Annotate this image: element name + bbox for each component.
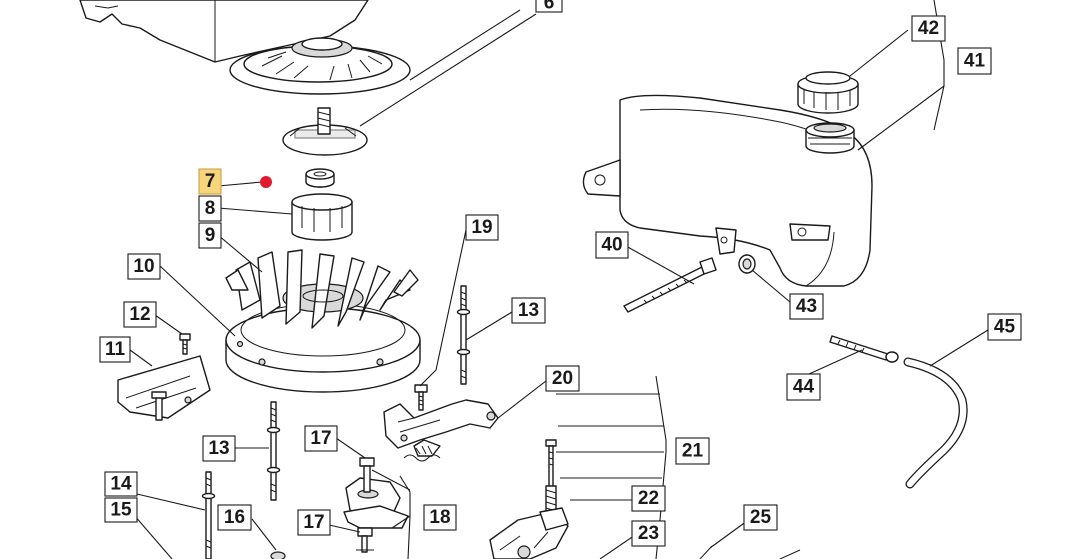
callouts: 6 7 8 9 10 12 11 19	[99, 0, 1022, 547]
svg-text:17: 17	[310, 428, 331, 449]
callout-8: 8	[198, 195, 222, 222]
svg-text:15: 15	[110, 500, 132, 521]
long-stud-lower	[266, 401, 281, 501]
callout-43: 43	[789, 293, 824, 320]
svg-text:40: 40	[601, 235, 622, 256]
svg-text:18: 18	[429, 507, 450, 528]
callout-21: 21	[675, 437, 710, 465]
governor-plate	[343, 457, 409, 529]
leader-lines	[129, 9, 989, 559]
callout-44: 44	[786, 373, 821, 401]
svg-text:23: 23	[638, 523, 659, 544]
engine-shroud	[79, 0, 369, 63]
shield-bracket	[117, 355, 211, 421]
svg-text:16: 16	[224, 507, 245, 528]
svg-text:9: 9	[205, 225, 216, 246]
svg-text:13: 13	[518, 300, 539, 321]
throttle-linkage	[489, 439, 569, 559]
tank-spacer	[738, 254, 756, 274]
svg-text:20: 20	[552, 368, 573, 389]
svg-text:10: 10	[133, 256, 154, 277]
svg-text:13: 13	[208, 438, 229, 459]
callout-23: 23	[631, 520, 666, 547]
svg-text:17: 17	[303, 512, 324, 533]
starter-cup	[282, 107, 368, 156]
long-stud-upper	[456, 285, 471, 385]
callout-45: 45	[987, 313, 1022, 341]
bracket-25	[699, 545, 801, 559]
callout-17-upper: 17	[304, 425, 338, 452]
flywheel-nut	[305, 168, 335, 188]
callout-12: 12	[123, 301, 157, 328]
callout-7[interactable]: 7	[198, 168, 222, 195]
callout-40: 40	[595, 231, 629, 259]
callout-13-lower: 13	[202, 435, 236, 462]
callout-11: 11	[99, 336, 131, 363]
callout-13-upper: 13	[511, 297, 546, 324]
callout-41: 41	[957, 47, 992, 75]
svg-text:21: 21	[682, 441, 704, 462]
flywheel	[225, 249, 421, 393]
governor-bracket	[383, 399, 499, 457]
callout-25: 25	[743, 504, 778, 531]
callout-15: 15	[104, 497, 138, 523]
svg-text:8: 8	[205, 198, 216, 219]
svg-text:14: 14	[110, 474, 132, 495]
small-screw-17	[356, 527, 374, 553]
svg-text:11: 11	[105, 339, 126, 360]
callout-16: 16	[217, 504, 252, 531]
callout-6: 6	[535, 0, 563, 14]
callout-18: 18	[423, 504, 457, 531]
fuel-cap	[797, 71, 859, 114]
svg-text:45: 45	[994, 317, 1016, 338]
callout-22: 22	[631, 485, 666, 512]
small-bolt	[179, 333, 191, 355]
callout-10: 10	[127, 253, 161, 280]
callout-20: 20	[545, 365, 580, 392]
fan-sleeve	[291, 193, 353, 241]
svg-text:41: 41	[964, 51, 986, 72]
callout-19: 19	[465, 214, 499, 241]
svg-text:7: 7	[205, 171, 216, 192]
fuel-tank	[582, 94, 873, 287]
fitting-16	[270, 551, 286, 559]
callout-17-lower: 17	[297, 509, 331, 536]
svg-text:19: 19	[471, 217, 492, 238]
svg-text:12: 12	[129, 304, 150, 325]
callout-14: 14	[104, 471, 138, 497]
recoil-pulley	[229, 37, 411, 95]
svg-text:42: 42	[918, 18, 939, 39]
svg-text:44: 44	[793, 377, 815, 398]
long-bolt-44	[829, 335, 899, 363]
callout-42: 42	[911, 15, 946, 42]
governor-spring	[403, 454, 441, 462]
svg-text:22: 22	[638, 488, 659, 509]
svg-text:25: 25	[750, 507, 772, 528]
svg-text:43: 43	[796, 296, 817, 317]
stud-14	[201, 471, 216, 559]
fuel-hose	[903, 357, 968, 489]
tank-bolt	[623, 257, 717, 313]
callout-9: 9	[198, 222, 222, 249]
screw-19	[414, 384, 428, 411]
svg-text:6: 6	[544, 0, 555, 14]
marker-dot	[260, 176, 272, 188]
